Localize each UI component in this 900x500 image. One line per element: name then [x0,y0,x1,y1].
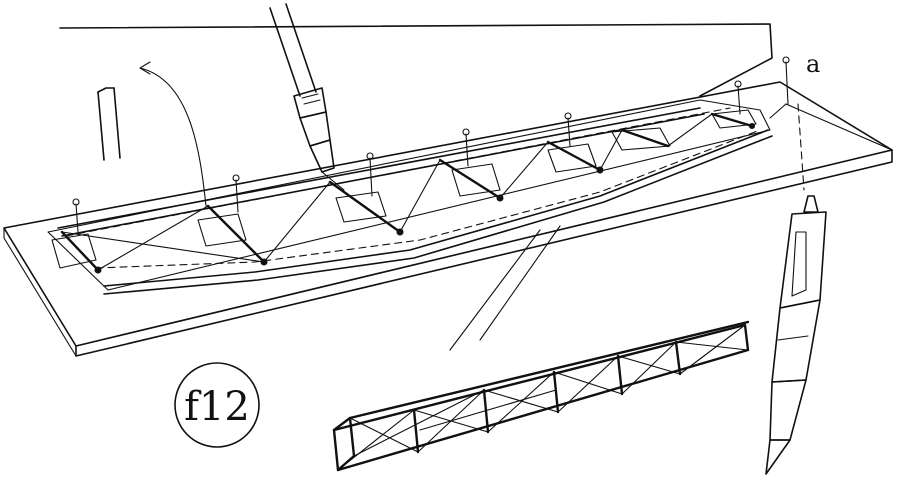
tape-pieces [51,109,757,269]
background-board-outline [59,23,773,97]
diagonal-bracing [61,113,753,271]
figure-label-text: f12 [184,384,250,430]
board-support [449,225,561,351]
pins [72,56,790,233]
uprights [60,112,754,272]
top-longeron [57,107,705,237]
building-board [3,81,893,357]
fuselage-frame [332,320,750,472]
ballpoint-pen [765,195,827,475]
cross-section-icon [97,87,121,161]
reference-lines [769,103,893,191]
figure-label: f12 [174,362,260,448]
point-label-a: a [806,50,820,78]
glue-applicator [269,3,345,191]
bottom-longeron [103,129,773,295]
callout-arrow [139,61,207,207]
plan-template [47,99,771,291]
joints [94,123,755,274]
